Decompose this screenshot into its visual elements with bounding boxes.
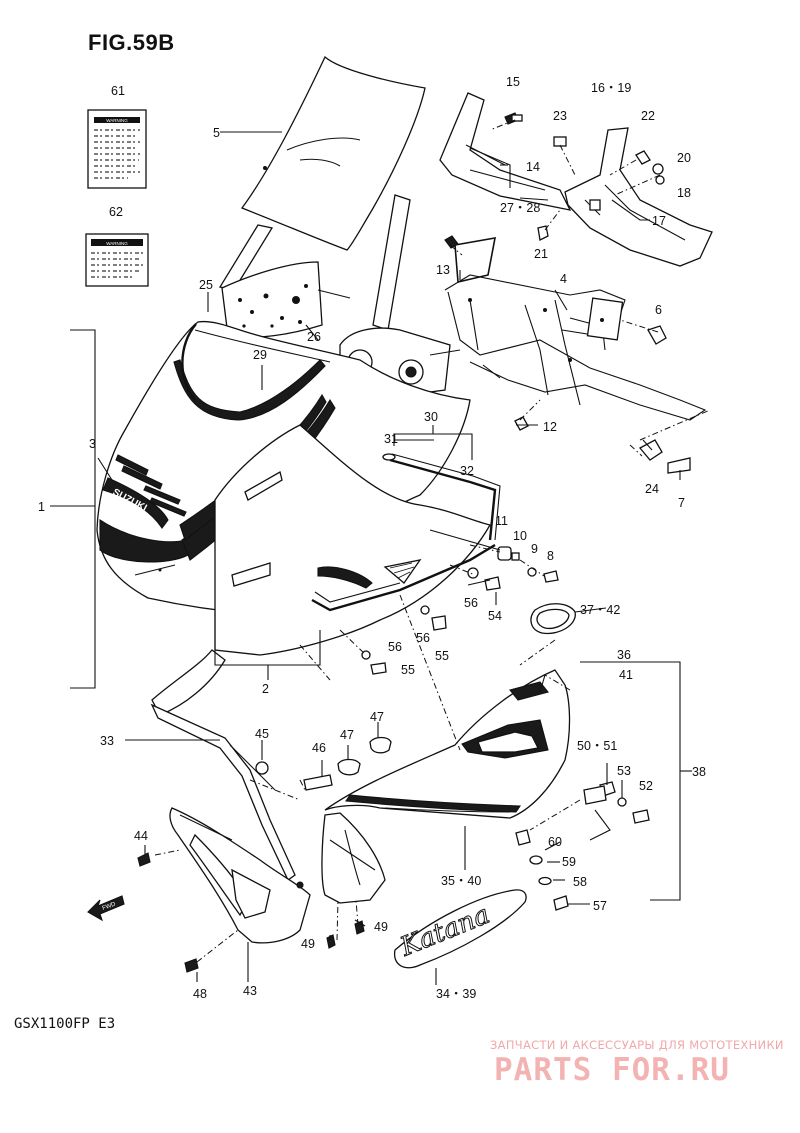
callout-60: 60: [548, 835, 562, 849]
trim-strip-30: [311, 453, 501, 612]
callout-47b: 47: [340, 728, 354, 742]
callout-numbers: 61 62 5 15 16・19 23 22 20 14 18 27・28 17…: [38, 75, 706, 1001]
inner-cowling-part: [214, 424, 491, 656]
callout-54: 54: [488, 609, 502, 623]
warning-label-61: WARNING: [87, 109, 147, 189]
callout-16-19: 16・19: [591, 81, 631, 95]
callout-48: 48: [193, 987, 207, 1001]
callout-37-42: 37・42: [580, 603, 620, 617]
callout-5: 5: [213, 126, 220, 140]
svg-text:FWD: FWD: [102, 901, 118, 912]
bracket-17-part: [564, 127, 713, 267]
cowling-brace-part: [444, 237, 707, 421]
lower-cowling-part: [321, 669, 571, 904]
callout-26: 26: [307, 330, 321, 344]
watermark-logo: PARTS FOR.RU: [494, 1052, 730, 1088]
callout-56b: 56: [416, 631, 430, 645]
callout-10: 10: [513, 529, 527, 543]
callout-41: 41: [619, 668, 633, 682]
callout-14: 14: [526, 160, 540, 174]
air-duct-part: [530, 603, 576, 635]
small-hardware-top: [444, 112, 691, 474]
callout-31: 31: [384, 432, 398, 446]
callout-35-40: 35・40: [441, 874, 481, 888]
callout-57: 57: [593, 899, 607, 913]
warning-label-62: WARNING: [85, 233, 149, 287]
callout-15: 15: [506, 75, 520, 89]
callout-33: 33: [100, 734, 114, 748]
callout-47a: 47: [370, 710, 384, 724]
callout-36: 36: [617, 648, 631, 662]
lower-frame-33: [150, 649, 296, 881]
callout-17: 17: [652, 214, 666, 228]
callout-27-28: 27・28: [500, 201, 540, 215]
callout-23: 23: [553, 109, 567, 123]
callout-21: 21: [534, 247, 548, 261]
callout-29: 29: [253, 348, 267, 362]
callout-9: 9: [531, 542, 538, 556]
callout-49a: 49: [374, 920, 388, 934]
callout-55a: 55: [435, 649, 449, 663]
callout-2: 2: [262, 682, 269, 696]
callout-38: 38: [692, 765, 706, 779]
callout-50-51: 50・51: [577, 739, 617, 753]
callout-1: 1: [38, 500, 45, 514]
figure-title: FIG.59B: [88, 30, 175, 55]
callout-56a: 56: [464, 596, 478, 610]
callout-53: 53: [617, 764, 631, 778]
callout-44: 44: [134, 829, 148, 843]
callout-43: 43: [243, 984, 257, 998]
callout-18: 18: [677, 186, 691, 200]
callout-13: 13: [436, 263, 450, 277]
callout-52: 52: [639, 779, 653, 793]
svg-text:WARNING: WARNING: [106, 241, 128, 246]
bracket-43-part: [169, 807, 311, 944]
fastener-set-right: [361, 546, 559, 675]
callout-34-39: 34・39: [436, 987, 476, 1001]
callout-59: 59: [562, 855, 576, 869]
callout-30: 30: [424, 410, 438, 424]
callout-8: 8: [547, 549, 554, 563]
assembly-lines: [154, 119, 711, 963]
callout-32: 32: [460, 464, 474, 478]
callout-45: 45: [255, 727, 269, 741]
callout-24: 24: [645, 482, 659, 496]
bracket-14-part: [439, 92, 572, 211]
callout-55b: 55: [401, 663, 415, 677]
callout-11: 11: [495, 514, 508, 528]
fastener-set-lower: [137, 736, 650, 973]
watermark-tagline: ЗАПЧАСТИ И АКСЕССУАРЫ ДЛЯ МОТОТЕХНИКИ: [490, 1038, 784, 1052]
callout-56c: 56: [388, 640, 402, 654]
fwd-arrow-icon: FWD: [87, 895, 125, 922]
callout-7: 7: [678, 496, 685, 510]
model-code: GSX1100FP E3: [14, 1016, 116, 1032]
callout-25: 25: [199, 278, 213, 292]
leader-lines: [50, 131, 692, 985]
callout-61: 61: [111, 84, 125, 98]
katana-emblem: Katana: [393, 889, 527, 969]
windscreen-part: [240, 55, 426, 251]
callout-6: 6: [655, 303, 662, 317]
callout-12: 12: [543, 420, 557, 434]
callout-46: 46: [312, 741, 326, 755]
svg-text:WARNING: WARNING: [106, 118, 128, 123]
callout-58: 58: [573, 875, 587, 889]
callout-62: 62: [109, 205, 123, 219]
callout-22: 22: [641, 109, 655, 123]
callout-49b: 49: [301, 937, 315, 951]
callout-3: 3: [89, 437, 96, 451]
callout-20: 20: [677, 151, 691, 165]
callout-4: 4: [560, 272, 567, 286]
